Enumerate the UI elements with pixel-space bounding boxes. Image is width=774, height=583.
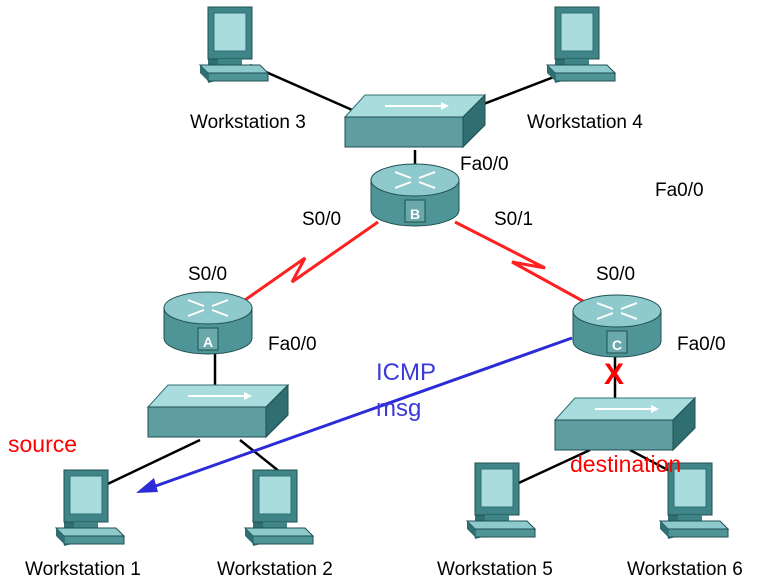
router-a-s00-label: S0/0 (188, 264, 227, 285)
serial-link-b-c (454, 220, 591, 307)
source-label: source (8, 431, 77, 457)
link-failure-mark: X (604, 358, 624, 391)
router-a-letter: A (203, 334, 213, 350)
workstation-4-icon (546, 6, 616, 84)
switch-right-icon (554, 397, 696, 451)
router-c-s00-label: S0/0 (596, 264, 635, 285)
router-b-s01-label: S0/1 (494, 209, 533, 230)
router-c-letter: C (612, 337, 622, 353)
icmp-label-line2: msg (376, 395, 421, 422)
workstation-3-label: Workstation 3 (190, 112, 306, 133)
workstation-6-label: Workstation 6 (627, 559, 743, 580)
destination-label: destination (570, 451, 681, 477)
workstation-5-icon (466, 462, 536, 540)
workstation-3-icon (199, 6, 269, 84)
switch-top-icon (344, 94, 486, 148)
icmp-message-arrow (149, 336, 573, 490)
icmp-label-line1: ICMP (376, 359, 436, 386)
switch-left-icon (147, 384, 289, 438)
stray-fa00-label: Fa0/0 (655, 180, 704, 201)
workstation-4-label: Workstation 4 (527, 112, 643, 133)
workstation-2-icon (244, 469, 314, 547)
router-b-fa00-label: Fa0/0 (460, 154, 509, 175)
router-b-letter: B (410, 206, 420, 222)
icmp-arrowhead (136, 478, 158, 493)
workstation-5-label: Workstation 5 (437, 559, 553, 580)
serial-link-a-b (244, 220, 379, 302)
router-a-fa00-label: Fa0/0 (268, 334, 317, 355)
workstation-2-label: Workstation 2 (217, 559, 333, 580)
router-c-fa00-label: Fa0/0 (677, 334, 726, 355)
workstation-1-label: Workstation 1 (25, 559, 141, 580)
router-b-s00-label: S0/0 (302, 209, 341, 230)
